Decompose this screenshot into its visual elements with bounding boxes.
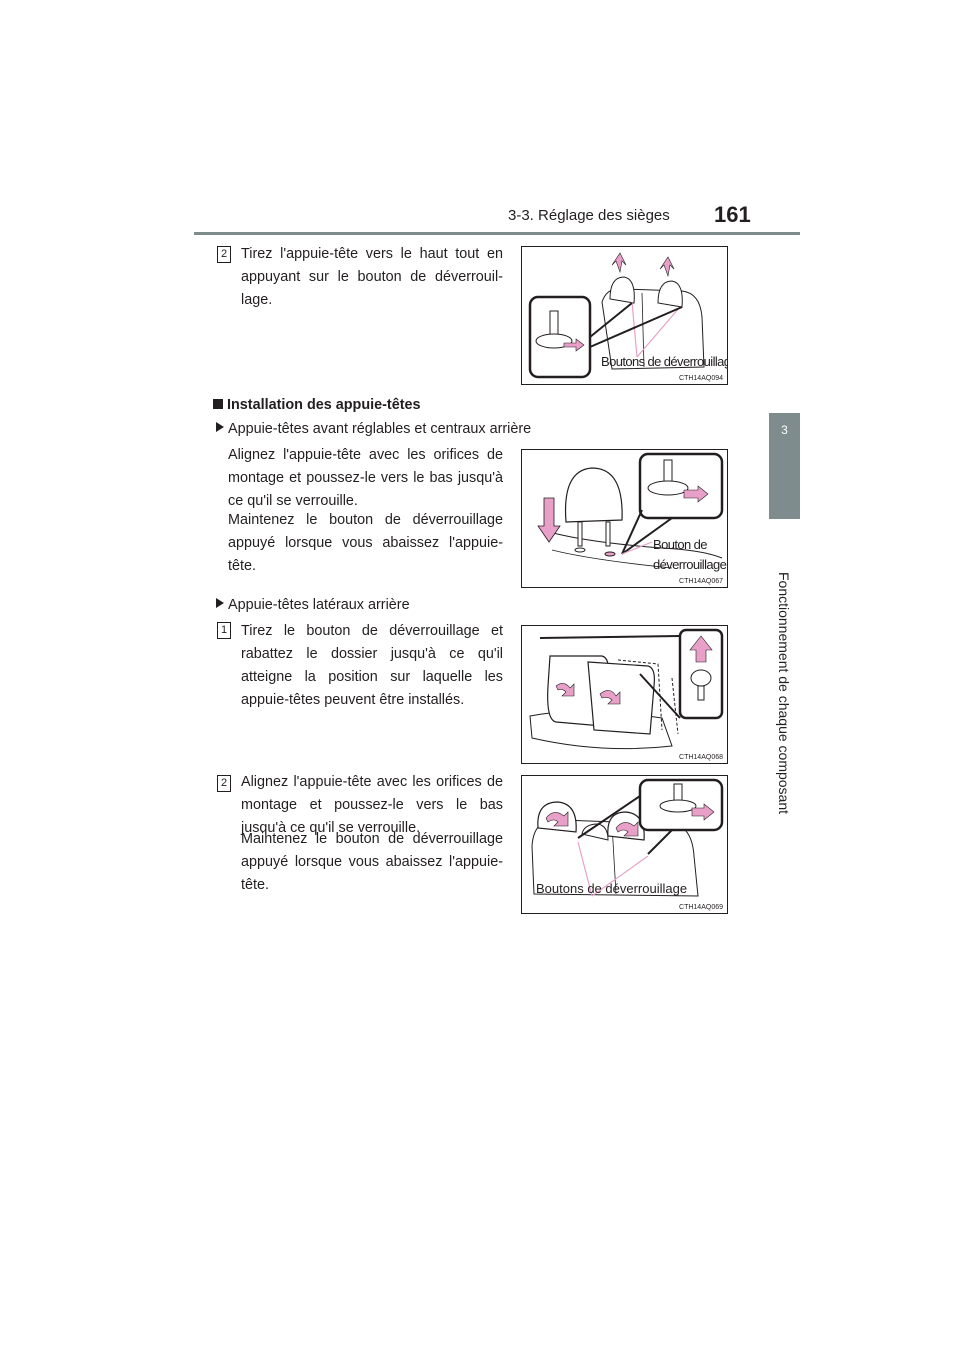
figure-label-line-2: déverrouillage [653, 557, 727, 572]
step-text: Tirez l'appuie-tête vers le haut tout en… [241, 246, 503, 308]
step-number-box: 1 [217, 622, 231, 639]
figure-label-line-1: Bouton de [653, 537, 707, 552]
figure-label: Boutons de déverrouillage [601, 354, 728, 369]
figure-code: CTH14AQ067 [679, 578, 723, 585]
heading-text: Installation des appuie-têtes [227, 397, 421, 413]
figure-code: CTH14AQ068 [679, 754, 723, 761]
figure-code: CTH14AQ069 [679, 904, 723, 911]
subheading-rear: Appuie-têtes latéraux arrière [216, 597, 410, 613]
subheading-front: Appuie-têtes avant réglables et centraux… [216, 421, 531, 437]
square-bullet-icon [213, 399, 223, 409]
figure-front-install: Bouton de déverrouillage CTH14AQ067 [521, 449, 728, 588]
front-paragraph-1: Alignez l'appuie-tête avec les orifices … [228, 447, 503, 509]
subheading-text: Appuie-têtes latéraux arrière [228, 597, 410, 613]
header-rule [194, 232, 800, 235]
rear-step-1-text: Tirez le bouton de déverrouillage et rab… [241, 623, 503, 708]
chapter-number: 3 [781, 423, 788, 437]
triangle-bullet-icon [216, 598, 224, 608]
triangle-bullet-icon [216, 422, 224, 432]
chapter-title: Fonctionnement de chaque composant [776, 571, 792, 815]
step-number-box: 2 [217, 246, 231, 263]
figure-code: CTH14AQ094 [679, 375, 723, 382]
section-heading: Installation des appuie-têtes [213, 397, 421, 413]
figure-rear-install: Boutons de déverrouillage CTH14AQ069 [521, 775, 728, 914]
rear-step-2-paragraph-1: Alignez l'appuie-tête avec les orifices … [241, 774, 503, 836]
figure-remove-headrest: Boutons de déverrouillage CTH14AQ094 [521, 246, 728, 385]
front-paragraph-2: Maintenez le bouton de déverrouillage ap… [228, 512, 503, 574]
section-title: 3-3. Réglage des sièges [508, 207, 670, 224]
rear-step-2-paragraph-2: Maintenez le bouton de déverrouillage ap… [241, 831, 503, 893]
chapter-tab: 3 [769, 413, 800, 519]
figure-label: Boutons de déverrouillage [536, 881, 688, 896]
step-number-box: 2 [217, 775, 231, 792]
subheading-text: Appuie-têtes avant réglables et centraux… [228, 421, 532, 437]
page-number: 161 [714, 202, 751, 227]
figure-fold-seatback: CTH14AQ068 [521, 625, 728, 764]
